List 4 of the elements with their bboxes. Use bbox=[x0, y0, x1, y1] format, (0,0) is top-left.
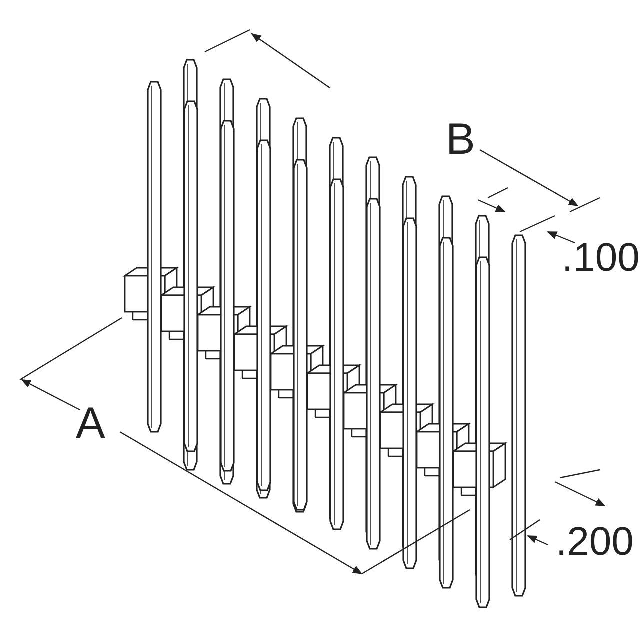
dimension-label: .100 bbox=[562, 238, 640, 278]
dimension-label: .200 bbox=[556, 522, 634, 562]
dimension-label: B bbox=[446, 118, 476, 162]
dimension-label: A bbox=[76, 402, 106, 446]
